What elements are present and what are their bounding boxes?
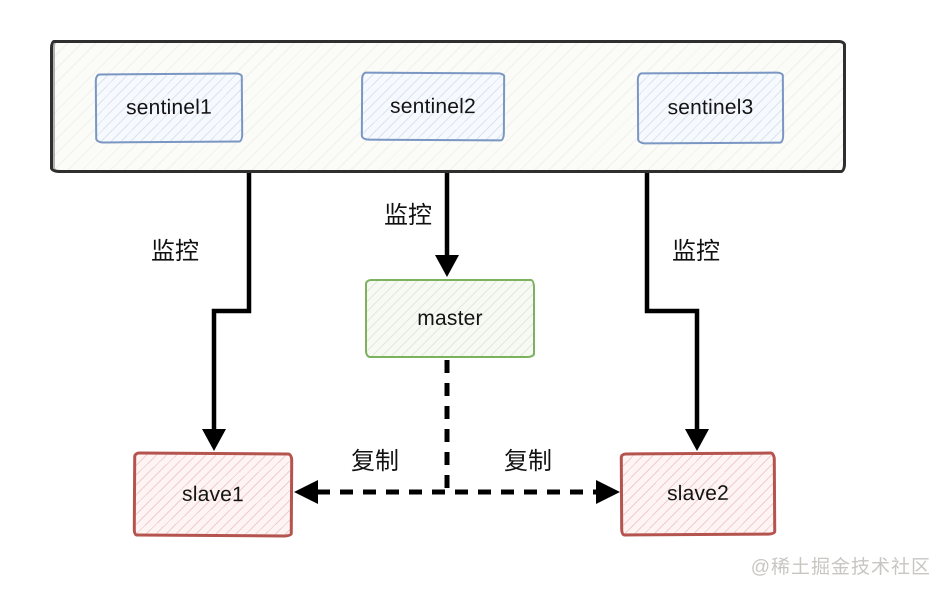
node-slave1: slave1 <box>132 451 294 538</box>
edge-label-replicate-right: 复制 <box>504 448 552 475</box>
edge-monitor-middle-arrowhead <box>435 255 459 277</box>
edge-monitor-right-line <box>644 173 700 430</box>
node-slave2-label: slave2 <box>666 481 730 506</box>
node-master-label: master <box>417 306 483 330</box>
node-sentinel1-label: sentinel1 <box>125 95 213 120</box>
node-sentinel3-label: sentinel3 <box>667 95 754 120</box>
node-sentinel2-label: sentinel2 <box>390 94 476 118</box>
edge-monitor-left-line <box>211 173 252 430</box>
edge-replication-right-arrowhead <box>596 480 620 504</box>
edge-label-monitor-left: 监控 <box>151 238 199 265</box>
edge-monitor-left-arrowhead <box>202 429 226 451</box>
node-master: master <box>365 279 535 358</box>
edge-label-monitor-right: 监控 <box>672 238 720 265</box>
node-sentinel2: sentinel2 <box>360 71 506 142</box>
edge-label-replicate-left: 复制 <box>351 448 399 475</box>
edge-label-monitor-middle: 监控 <box>384 202 432 229</box>
watermark-text: @稀土掘金技术社区 <box>750 557 931 578</box>
node-slave2: slave2 <box>619 451 777 537</box>
edge-monitor-right-arrowhead <box>685 429 709 451</box>
edge-replication-left-arrowhead <box>294 480 318 504</box>
node-sentinel1: sentinel1 <box>94 72 244 144</box>
node-sentinel3: sentinel3 <box>636 71 785 145</box>
node-slave1-label: slave1 <box>181 482 245 506</box>
